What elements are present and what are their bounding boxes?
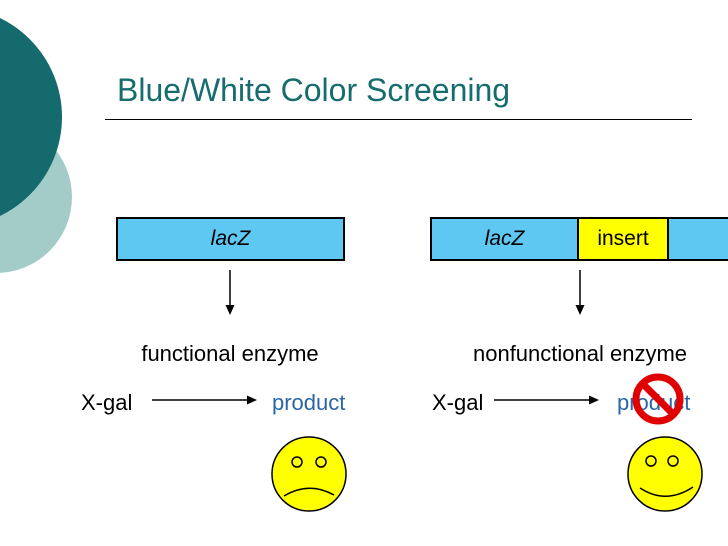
down-arrow-icon bbox=[225, 270, 235, 315]
nonfunctional-enzyme-label: nonfunctional enzyme bbox=[472, 341, 688, 366]
sad-face-icon bbox=[271, 436, 347, 512]
product-label: product bbox=[272, 390, 346, 415]
lacz-tail-segment bbox=[669, 219, 728, 259]
right-arrow-icon bbox=[494, 395, 599, 405]
title-underline bbox=[105, 119, 692, 120]
insert-segment: insert bbox=[577, 219, 669, 259]
happy-face-icon bbox=[627, 436, 703, 512]
lacz-insert-gene-bar: lacZ insert bbox=[430, 217, 728, 261]
lacz-gene-label: lacZ bbox=[210, 227, 251, 250]
right-arrow-icon bbox=[152, 395, 257, 405]
functional-enzyme-label: functional enzyme bbox=[141, 341, 319, 366]
no-symbol-icon bbox=[632, 373, 684, 425]
insert-label: insert bbox=[597, 227, 649, 250]
xgal-label: X-gal bbox=[432, 390, 484, 415]
lacz-segment: lacZ bbox=[432, 219, 577, 259]
down-arrow-icon bbox=[575, 270, 585, 315]
lacz-gene-label: lacZ bbox=[484, 227, 525, 250]
lacz-gene-bar: lacZ bbox=[116, 217, 345, 261]
slide-title: Blue/White Color Screening bbox=[117, 72, 511, 108]
xgal-label: X-gal bbox=[81, 390, 133, 415]
